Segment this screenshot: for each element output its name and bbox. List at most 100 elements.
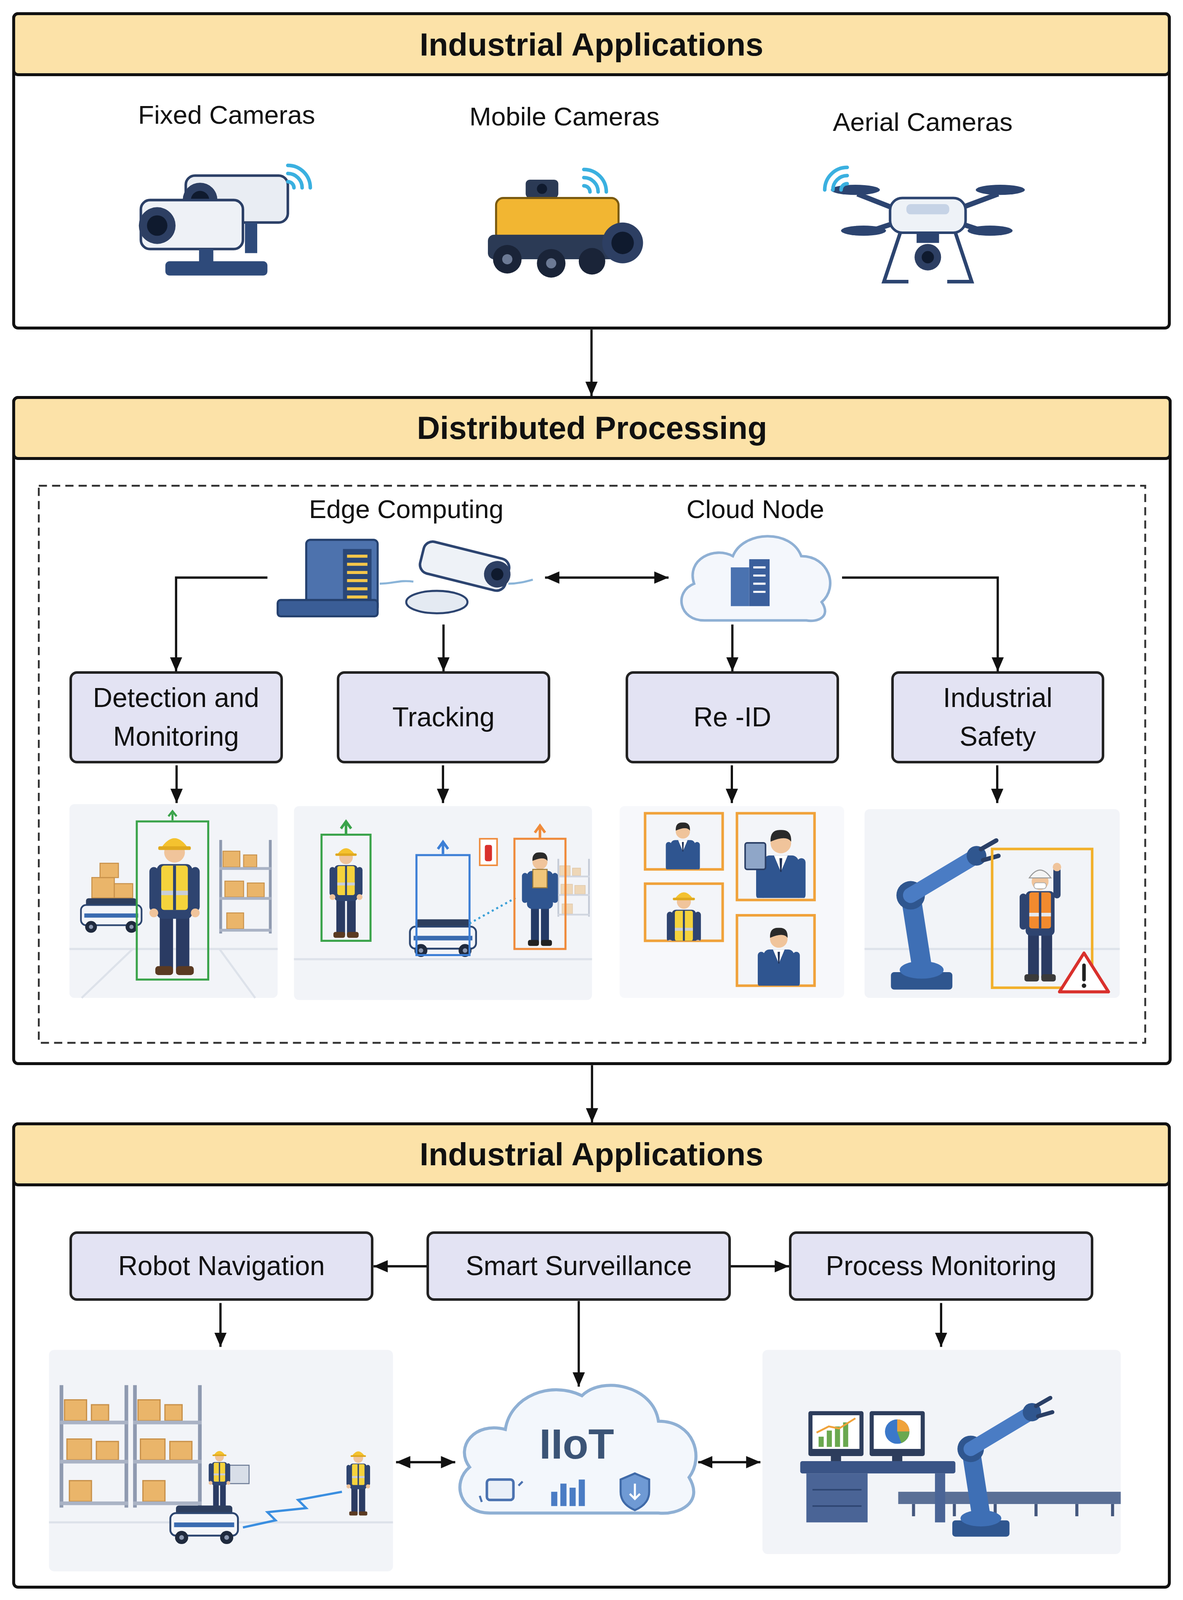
node-text: Detection and Monitoring (81, 678, 272, 757)
process-box: Detection and Monitoring (69, 671, 283, 764)
section-panel: Distributed ProcessingEdge ComputingClou… (12, 396, 1172, 1066)
edge-computing-icon (406, 591, 468, 614)
process-monitoring-illustration (812, 1490, 862, 1507)
robot-navigation-illustration (226, 1465, 249, 1485)
fixed-cameras-icon (190, 191, 210, 210)
process-monitoring-illustration (897, 1420, 910, 1433)
robot-navigation-illustration (170, 1506, 239, 1545)
section-header: Distributed Processing (12, 396, 1172, 461)
box-to-image-arrows (996, 765, 999, 804)
reid-illustration (736, 915, 815, 986)
box-to-image-arrows (175, 765, 178, 804)
node-text: IIoT (449, 1419, 705, 1470)
tracking-illustration (321, 834, 371, 941)
tracking-illustration (557, 859, 590, 917)
edge-computing-icon (490, 567, 505, 582)
aerial-camera-icon (921, 251, 934, 264)
edge-computing-icon (379, 581, 414, 584)
cloud-node-icon (749, 559, 770, 607)
process-monitoring-illustration (818, 1437, 824, 1448)
safety-illustration (864, 809, 1120, 999)
tracking-illustration (293, 806, 592, 1001)
mobile-camera-icon (583, 169, 607, 192)
connector-arrow (396, 1461, 456, 1464)
process-monitoring-illustration (762, 1350, 1121, 1555)
tracking-illustration (514, 839, 566, 950)
process-monitoring-illustration (812, 1415, 860, 1450)
node-text: Process Monitoring (825, 1246, 1057, 1287)
fixed-cameras-icon (182, 182, 218, 218)
edge-computing-icon (418, 539, 512, 593)
aerial-camera-icon (865, 222, 897, 233)
tracking-illustration (522, 852, 559, 947)
process-monitoring-illustration (952, 1398, 1053, 1538)
connector-arrow (841, 577, 998, 672)
edge-computing-icon (277, 539, 533, 617)
robot-navigation-illustration (133, 1385, 202, 1509)
reid-illustration (644, 884, 723, 942)
detection-illustration (80, 898, 142, 934)
node-text: Robot Navigation (118, 1246, 326, 1287)
reid-illustration (619, 806, 845, 1038)
iiot-icons (560, 1484, 567, 1507)
aerial-camera-icon (841, 225, 887, 236)
mobile-camera-icon (536, 183, 547, 195)
safety-illustration (890, 840, 999, 990)
process-monitoring-illustration (869, 1411, 925, 1457)
box-to-image-arrows (176, 765, 997, 1348)
connector-arrow (577, 1301, 580, 1388)
mobile-camera-icon (492, 245, 522, 274)
iiot-icons (486, 1480, 514, 1501)
reid-illustration (666, 823, 701, 912)
section-panel: Industrial ApplicationsRobot Navigation S… (12, 1122, 1171, 1590)
tracking-illustration (341, 821, 352, 834)
cloud-node-icon (681, 536, 831, 621)
process-monitoring-illustration (806, 1473, 868, 1523)
node-text: Tracking (392, 698, 495, 738)
connector-arrow (731, 624, 734, 672)
mobile-camera-icon (536, 249, 566, 278)
node-text: Edge Computing (216, 493, 596, 525)
aerial-camera-icon (889, 198, 966, 233)
fixed-cameras-icon (146, 215, 168, 236)
iiot-icons (629, 1484, 640, 1500)
process-monitoring-illustration (834, 1427, 840, 1448)
edge-computing-icon (481, 558, 514, 591)
edge-computing-icon (508, 579, 533, 584)
safety-illustration (992, 849, 1093, 989)
mobile-camera-icon (578, 247, 606, 275)
aerial-camera-icon (824, 167, 1025, 283)
reid-illustration (745, 843, 766, 870)
fixed-cameras-icon (165, 261, 268, 276)
section-header: Industrial Applications (12, 1122, 1171, 1187)
aerial-camera-icon (967, 225, 1013, 236)
mobile-camera-icon (611, 231, 634, 255)
edge-computing-icon (343, 549, 372, 605)
process-monitoring-illustration (884, 1420, 910, 1445)
reid-illustration (644, 813, 723, 870)
connector-arrow (698, 1461, 761, 1464)
robot-navigation-illustration (59, 1385, 129, 1509)
detection-illustration (91, 877, 115, 898)
cloud-node-icon (681, 536, 831, 621)
process-monitoring-illustration (800, 1461, 956, 1474)
mobile-camera-icon (487, 234, 627, 260)
detection-illustration (136, 821, 209, 981)
fixed-cameras-icon (287, 165, 311, 188)
tracking-illustration (410, 919, 477, 957)
dashed-group-frame (38, 485, 1146, 1044)
safety-illustration (864, 948, 1120, 951)
reid-illustration (757, 928, 800, 1038)
tracking-illustration (484, 845, 493, 862)
robot-navigation-illustration (48, 1350, 393, 1573)
edge-computing-icon (346, 556, 368, 598)
application-box: Smart Surveillance (426, 1231, 731, 1302)
camera-label: Fixed Cameras (138, 99, 315, 130)
mobile-camera-icon (525, 179, 559, 199)
aerial-camera-icon (884, 232, 973, 282)
mobile-camera-icon (487, 169, 644, 278)
connector-arrow (373, 1265, 427, 1268)
process-monitoring-illustration (935, 1473, 946, 1523)
